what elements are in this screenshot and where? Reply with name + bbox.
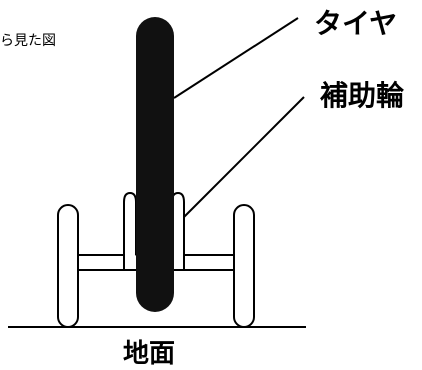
caption-text: ら見た図: [0, 33, 56, 49]
training-wheel-leader-line: [183, 96, 305, 218]
training-wheel-left-outer: [57, 204, 79, 328]
bracket-left: [123, 191, 137, 270]
tire: [136, 17, 174, 312]
training-wheel-label: 補助輪: [320, 79, 405, 112]
ground-label: 地面: [123, 339, 176, 369]
axle-bar: [78, 254, 234, 271]
tire-leader-line: [173, 17, 299, 99]
training-wheel-right-outer: [233, 204, 255, 328]
tire-label: タイヤ: [314, 7, 398, 40]
